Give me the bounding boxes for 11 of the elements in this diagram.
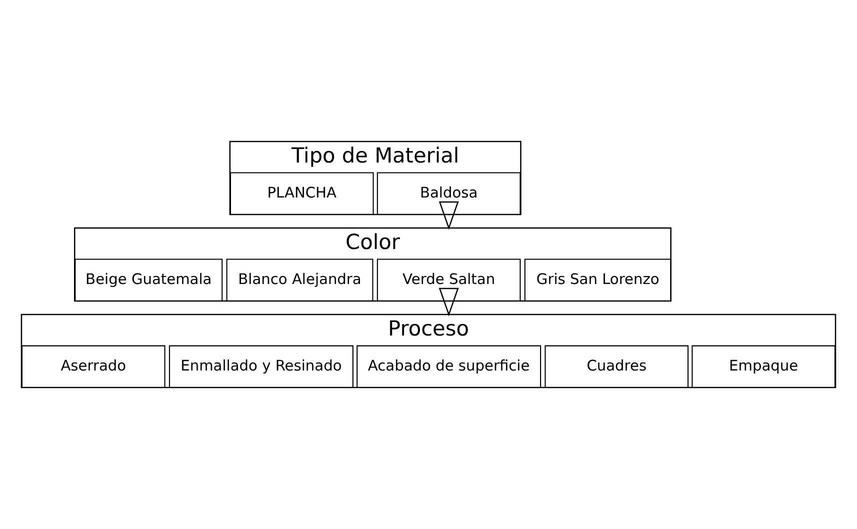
- node-box: Enmallado y Resinado: [168, 345, 354, 388]
- node-box: Acabado de superficie: [356, 345, 542, 388]
- arrow: [438, 288, 459, 316]
- node-box: Aserrado: [21, 345, 166, 388]
- node-box: Gris San Lorenzo: [524, 258, 672, 302]
- node-box: PLANCHA: [230, 172, 374, 215]
- arrow: [438, 201, 459, 230]
- node-box: Beige Guatemala: [74, 258, 223, 302]
- node-box: Empaque: [692, 345, 836, 388]
- node-box: Blanco Alejandra: [226, 258, 374, 302]
- node-box: Cuadres: [544, 345, 689, 388]
